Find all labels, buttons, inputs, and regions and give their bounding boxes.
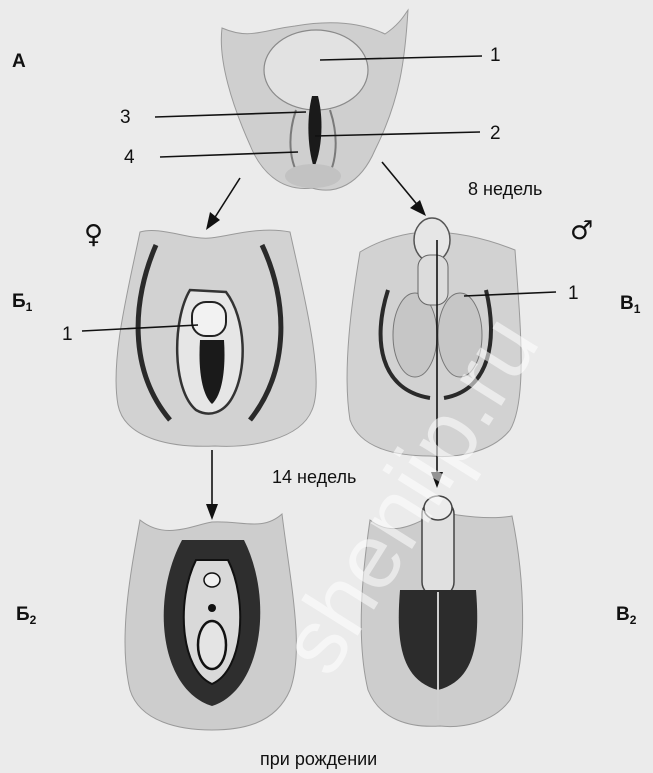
female-symbol: ♀: [84, 222, 103, 248]
label-panel-b2: Б2: [16, 605, 36, 626]
panel-a-illustration: [221, 10, 408, 190]
label-num-3: 3: [120, 108, 131, 127]
label-num-1: 1: [490, 46, 501, 65]
vaginal-opening: [198, 621, 226, 669]
clitoris-b2: [204, 573, 220, 587]
label-num-2: 2: [490, 124, 501, 143]
label-panel-b1: Б1: [12, 292, 32, 313]
caption-at-birth: при рождении: [260, 750, 377, 768]
arrow-to-female: [212, 178, 240, 222]
caption-8-weeks: 8 недель: [468, 180, 542, 198]
label-panel-a: А: [12, 52, 26, 71]
labioscrotal-swelling: [285, 164, 341, 188]
caption-14-weeks: 14 недель: [272, 468, 356, 486]
label-panel-v1-sub: 1: [634, 302, 641, 316]
label-panel-b1-sub: 1: [26, 300, 33, 314]
label-num-4: 4: [124, 148, 135, 167]
label-panel-v2-sub: 2: [630, 613, 637, 627]
arrowhead-b2: [206, 504, 218, 520]
label-num-1-b1: 1: [62, 325, 73, 344]
label-panel-v1: В1: [620, 294, 640, 315]
male-symbol: ♂: [570, 218, 593, 244]
urethral-opening: [208, 604, 216, 612]
label-panel-b2-sub: 2: [30, 613, 37, 627]
phallus-shaft: [418, 255, 448, 305]
panel-b1-illustration: [116, 230, 316, 446]
arrowhead-male: [410, 200, 426, 216]
label-num-1-v1: 1: [568, 284, 579, 303]
arrow-to-male: [382, 162, 420, 208]
label-panel-v2: В2: [616, 605, 636, 626]
glans-clitoris: [192, 302, 226, 336]
arrowhead-female: [206, 212, 220, 230]
